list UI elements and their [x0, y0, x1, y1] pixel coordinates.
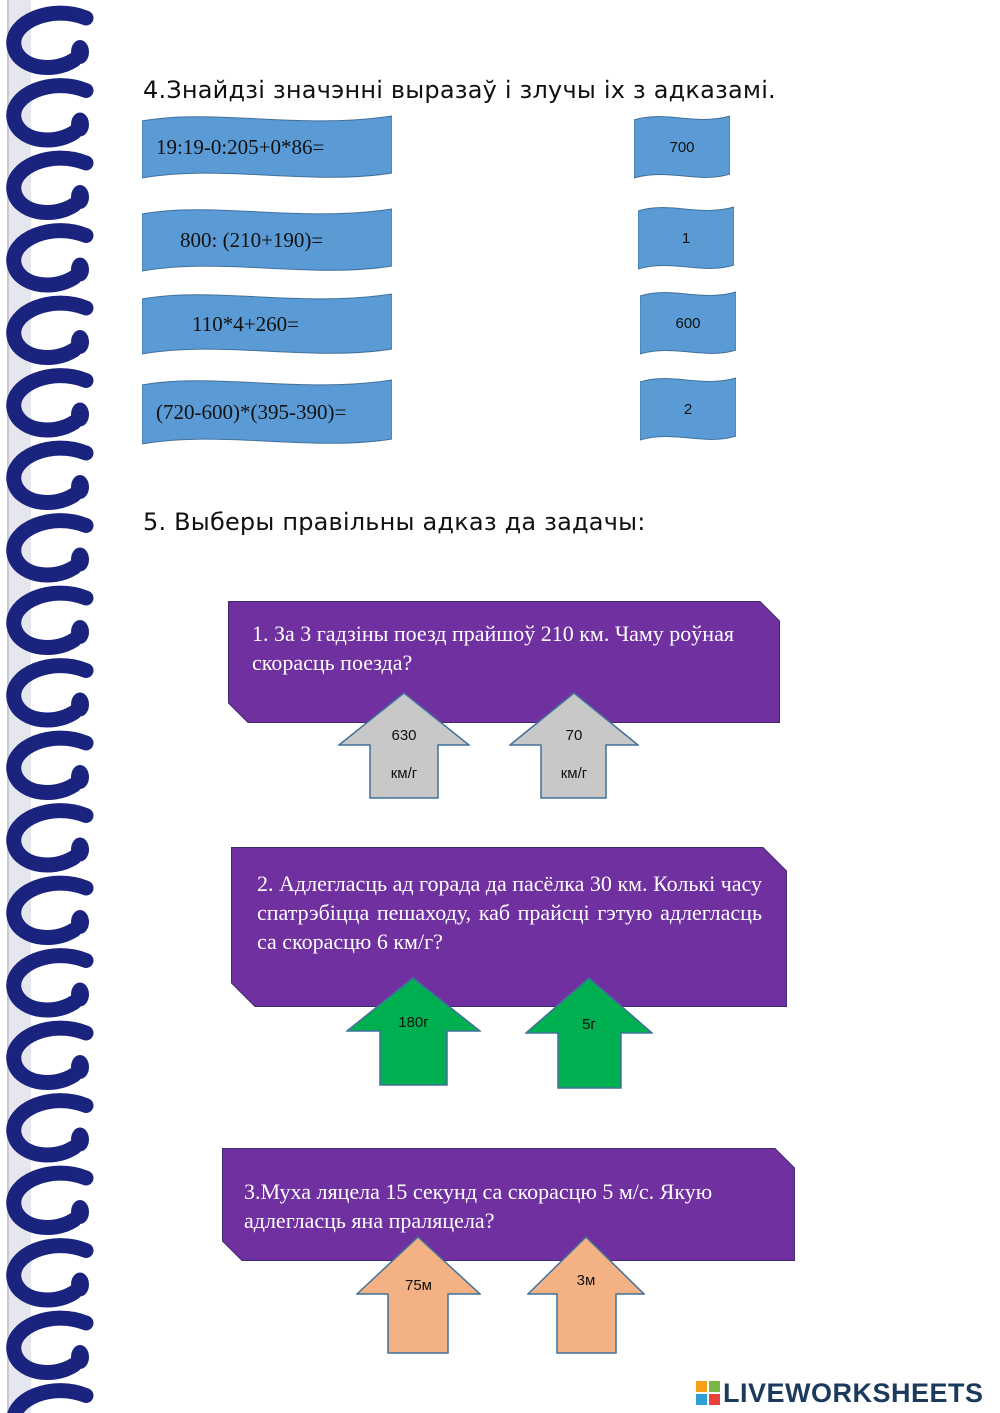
spiral-ring	[6, 658, 94, 728]
spiral-hole	[71, 1272, 89, 1297]
answer-text-2: 1	[681, 229, 691, 247]
option-label-2b-value: 5г	[582, 1016, 596, 1033]
spiral-ring	[6, 295, 94, 365]
expression-text-3: 110*4+260=	[192, 311, 299, 336]
liveworksheets-logo: LIVEWORKSHEETS	[696, 1376, 984, 1410]
spiral-ring	[6, 5, 94, 75]
expression-flag-4[interactable]: (720-600)*(395-390)=	[142, 376, 392, 448]
spiral-hole	[71, 765, 89, 789]
spiral-ring	[6, 803, 94, 873]
spiral-ring	[6, 1093, 94, 1163]
expression-text-2: 800: (210+190)=	[180, 227, 324, 252]
spiral-ring	[6, 78, 94, 148]
option-label-3a-value: 75м	[405, 1277, 432, 1294]
spiral-hole	[71, 257, 89, 282]
answer-text-1: 700	[669, 138, 695, 156]
spiral-hole	[71, 402, 89, 427]
spiral-hole	[71, 982, 89, 1007]
problem-text-3: 3.Муха ляцела 15 секунд са скорасцю 5 м/…	[244, 1179, 713, 1233]
option-arrow-1a[interactable]: 630 км/г	[338, 692, 470, 799]
spiral-ring	[6, 223, 94, 293]
answer-flag-2[interactable]: 1	[638, 203, 734, 273]
option-arrow-1b[interactable]: 70 км/г	[509, 692, 639, 799]
spiral-ring	[6, 1165, 94, 1235]
spiral-hole	[71, 837, 89, 862]
spiral-ring	[6, 585, 94, 655]
spiral-ring	[6, 150, 94, 220]
answer-flag-4[interactable]: 2	[640, 374, 736, 444]
option-arrow-3b[interactable]: 3м	[527, 1236, 645, 1354]
option-label-1b-unit: км/г	[560, 765, 588, 782]
problem-box-1: 1. За 3 гадзіны поезд прайшоў 210 км. Ча…	[228, 601, 780, 723]
problem-text-2: 2. Адлегласць ад горада да пасёлка 30 км…	[257, 871, 762, 954]
problem-box-2: 2. Адлегласць ад горада да пасёлка 30 км…	[231, 847, 787, 1007]
spiral-hole	[71, 910, 89, 934]
spiral-ring	[6, 513, 94, 583]
option-arrow-3a[interactable]: 75м	[356, 1236, 481, 1354]
spiral-ring	[6, 948, 94, 1018]
spiral-ring	[6, 730, 94, 800]
spiral-hole	[71, 40, 89, 64]
answer-flag-3[interactable]: 600	[640, 288, 736, 358]
answer-flag-1[interactable]: 700	[634, 112, 730, 182]
expression-flag-2[interactable]: 800: (210+190)=	[142, 205, 392, 275]
expression-text-4: (720-600)*(395-390)=	[156, 399, 347, 424]
spiral-hole	[71, 1055, 89, 1079]
spiral-hole	[71, 112, 89, 137]
spiral-hole	[71, 620, 89, 644]
spiral-ring	[6, 875, 94, 945]
logo-text: LIVEWORKSHEETS	[723, 1377, 984, 1408]
spiral-hole	[71, 475, 89, 499]
option-arrow-2b[interactable]: 5г	[525, 977, 653, 1089]
spiral-hole	[71, 1200, 89, 1224]
spiral-hole	[71, 692, 89, 717]
spiral-hole	[71, 330, 89, 354]
option-label-3b-value: 3м	[576, 1272, 596, 1289]
spiral-ring	[6, 1310, 94, 1380]
spiral-hole	[71, 547, 89, 572]
spiral-ring	[6, 1238, 94, 1308]
spiral-ring	[7, 1383, 94, 1413]
expression-flag-1[interactable]: 19:19-0:205+0*86=	[142, 112, 392, 182]
option-label-1b-value: 70	[565, 727, 583, 744]
problem-box-3: 3.Муха ляцела 15 секунд са скорасцю 5 м/…	[222, 1148, 795, 1261]
task4-heading: 4.Знайдзі значэнні выразаў і злучы іх з …	[143, 76, 776, 104]
spiral-ring	[6, 1020, 94, 1090]
answer-text-3: 600	[675, 314, 701, 332]
spiral-ring	[6, 368, 94, 438]
spiral-ring	[6, 440, 94, 510]
option-label-1a-unit: км/г	[390, 765, 418, 782]
option-arrow-2a[interactable]: 180г	[346, 977, 481, 1086]
expression-text-1: 19:19-0:205+0*86=	[156, 134, 325, 159]
answer-text-4: 2	[683, 400, 693, 418]
logo-squares-icon	[696, 1381, 720, 1405]
spiral-binding	[6, 0, 94, 1413]
problem-text-1: 1. За 3 гадзіны поезд прайшоў 210 км. Ча…	[252, 621, 734, 675]
task5-heading: 5. Выберы правільны адказ да задачы:	[143, 508, 646, 536]
spiral-hole	[71, 1345, 89, 1369]
expression-flag-3[interactable]: 110*4+260=	[142, 290, 392, 358]
spiral-hole	[71, 185, 89, 209]
option-label-2a-value: 180г	[398, 1014, 429, 1031]
option-label-1a-value: 630	[391, 727, 417, 744]
spiral-hole	[71, 1127, 89, 1152]
